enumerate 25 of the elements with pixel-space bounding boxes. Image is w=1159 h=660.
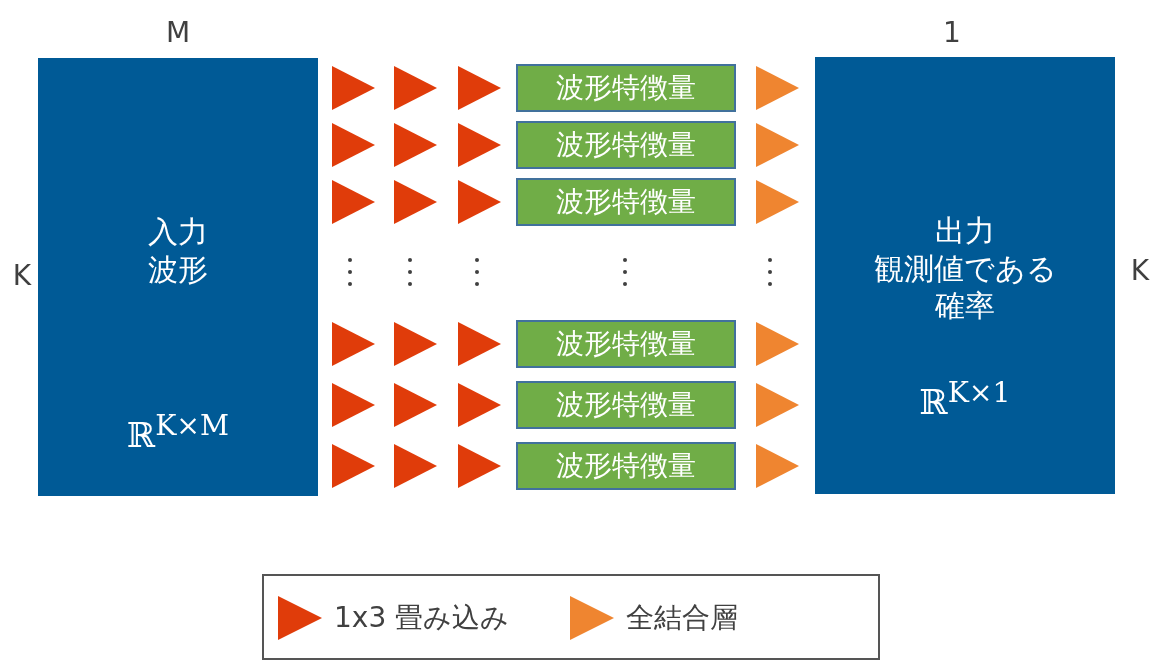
feature-box bbox=[516, 178, 736, 226]
feature-label: 波形特徴量 bbox=[556, 448, 696, 484]
legend-label: 1x3 畳み込み bbox=[334, 600, 510, 636]
axis-size-label: K bbox=[12, 258, 32, 292]
feature-box bbox=[516, 381, 736, 429]
axis-size-label: K bbox=[1130, 253, 1150, 287]
layer-box bbox=[38, 58, 318, 496]
layer-label: 入力波形 bbox=[147, 213, 209, 288]
layer-label: 出力 bbox=[935, 212, 995, 250]
layer-label: 観測値である確率 bbox=[873, 249, 1057, 325]
feature-label: 波形特徴量 bbox=[556, 387, 696, 423]
feature-label: 波形特徴量 bbox=[556, 326, 696, 362]
axis-size-label: 1 bbox=[943, 15, 961, 49]
feature-box bbox=[516, 442, 736, 490]
feature-box bbox=[516, 64, 736, 112]
layer-box bbox=[815, 57, 1115, 494]
dimension-label: ℝ$^{K×M}$ bbox=[126, 408, 230, 457]
feature-label: 波形特徴量 bbox=[556, 127, 696, 163]
legend-label: 全結合層 bbox=[626, 600, 738, 636]
dimension-label: ℝ$^{K×1}$ bbox=[919, 374, 1011, 424]
feature-label: 波形特徴量 bbox=[556, 184, 696, 220]
feature-box bbox=[516, 320, 736, 368]
axis-size-label: M bbox=[165, 15, 191, 49]
feature-box bbox=[516, 121, 736, 169]
feature-label: 波形特徴量 bbox=[556, 70, 696, 106]
